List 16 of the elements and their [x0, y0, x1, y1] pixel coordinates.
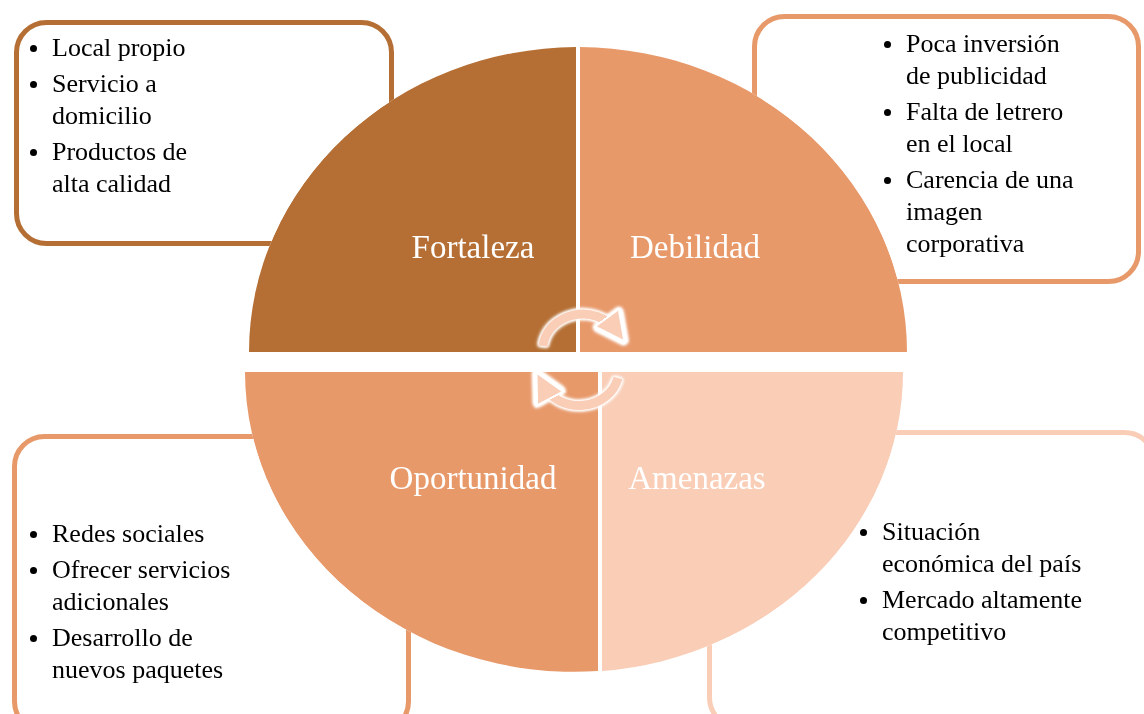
bullet-text: Situación económica del país: [882, 517, 1082, 578]
bullet-text: Ofrecer servicios adicionales: [52, 555, 231, 616]
bullet-text: Local propio: [52, 33, 186, 62]
bullet-text: Carencia de una imagen corporativa: [906, 165, 1074, 258]
bullet-text: Poca inversión de publicidad: [906, 29, 1060, 90]
quadrant-title: Debilidad: [629, 228, 761, 266]
bullet-text: Productos de alta calidad: [52, 137, 188, 198]
cycle-arrow: [538, 305, 629, 347]
quadrant-title: Fortaleza: [411, 228, 535, 266]
bullet-text: Redes sociales: [52, 519, 205, 548]
bullet-text: Falta de letrero en el local: [906, 97, 1064, 158]
quadrant-title: Amenazas: [628, 459, 766, 497]
bullet-text: Servicio a domicilio: [52, 69, 157, 130]
bullet-text: Mercado altamente competitivo: [882, 585, 1082, 646]
bullet-text: Desarrollo de nuevos paquetes: [52, 623, 224, 684]
quadrant-title: Oportunidad: [389, 459, 557, 497]
